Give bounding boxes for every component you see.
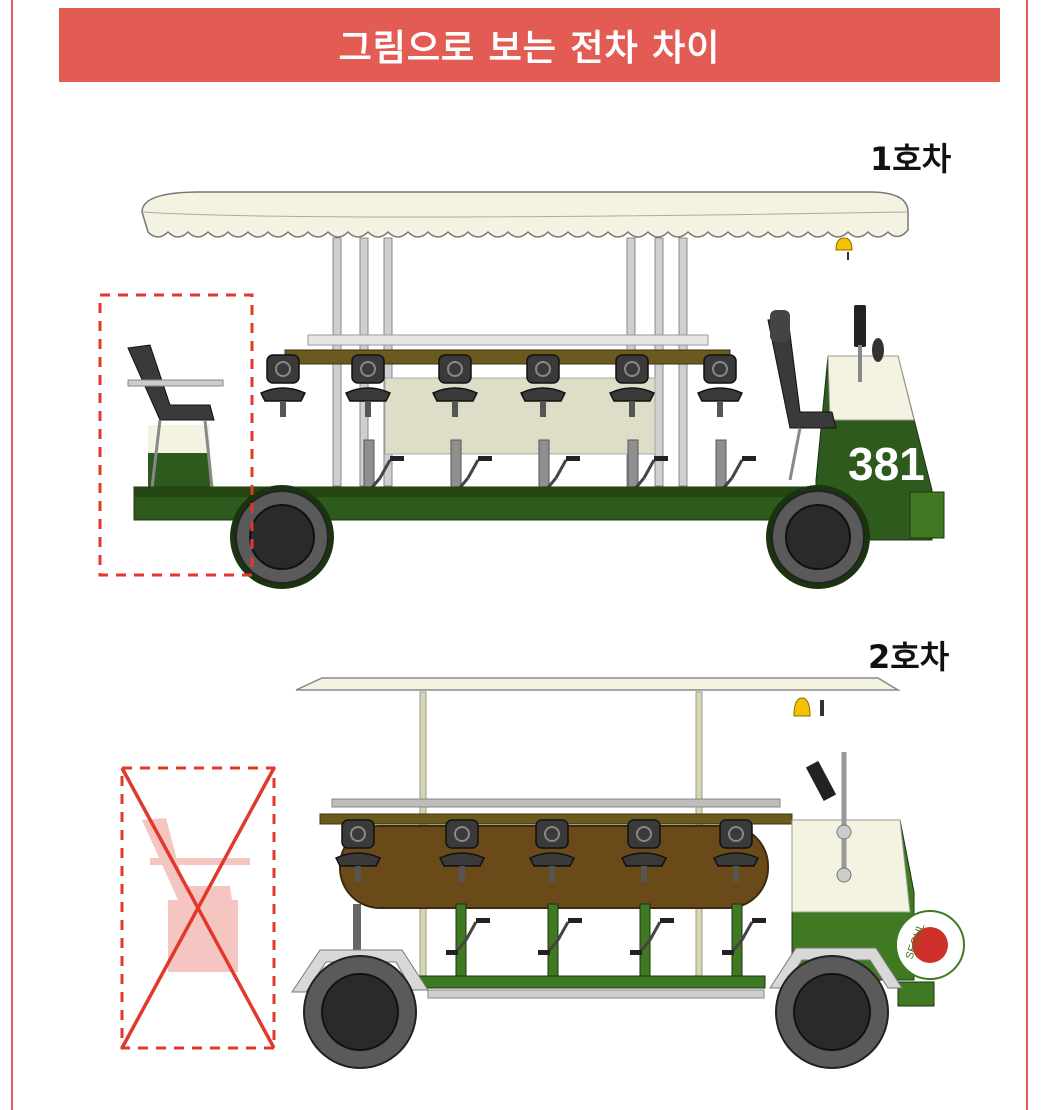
car-2-label: 2호차	[868, 638, 950, 676]
car-2: SEOUL	[120, 677, 965, 1069]
car-1: 381	[98, 191, 945, 589]
car-1-number: 381	[848, 438, 925, 490]
wheel-icon	[303, 955, 417, 1069]
car-1-label: 1호차	[870, 140, 952, 178]
car-1-canopy	[141, 191, 909, 238]
car-1-rear-seat-highlight	[98, 293, 254, 577]
page-title: 그림으로 보는 전차 차이	[338, 28, 721, 69]
wheel-icon	[230, 485, 334, 589]
page-title-banner: 그림으로 보는 전차 차이	[59, 8, 1000, 82]
bell-icon	[793, 697, 811, 717]
cross-mark-icon	[120, 767, 276, 1049]
car-2-rear-seat-highlight	[120, 766, 276, 1050]
page-frame	[11, 0, 1028, 1110]
wheel-icon	[766, 485, 870, 589]
car-2-canopy	[295, 677, 901, 691]
wheel-icon	[775, 955, 889, 1069]
bell-icon	[835, 237, 853, 251]
